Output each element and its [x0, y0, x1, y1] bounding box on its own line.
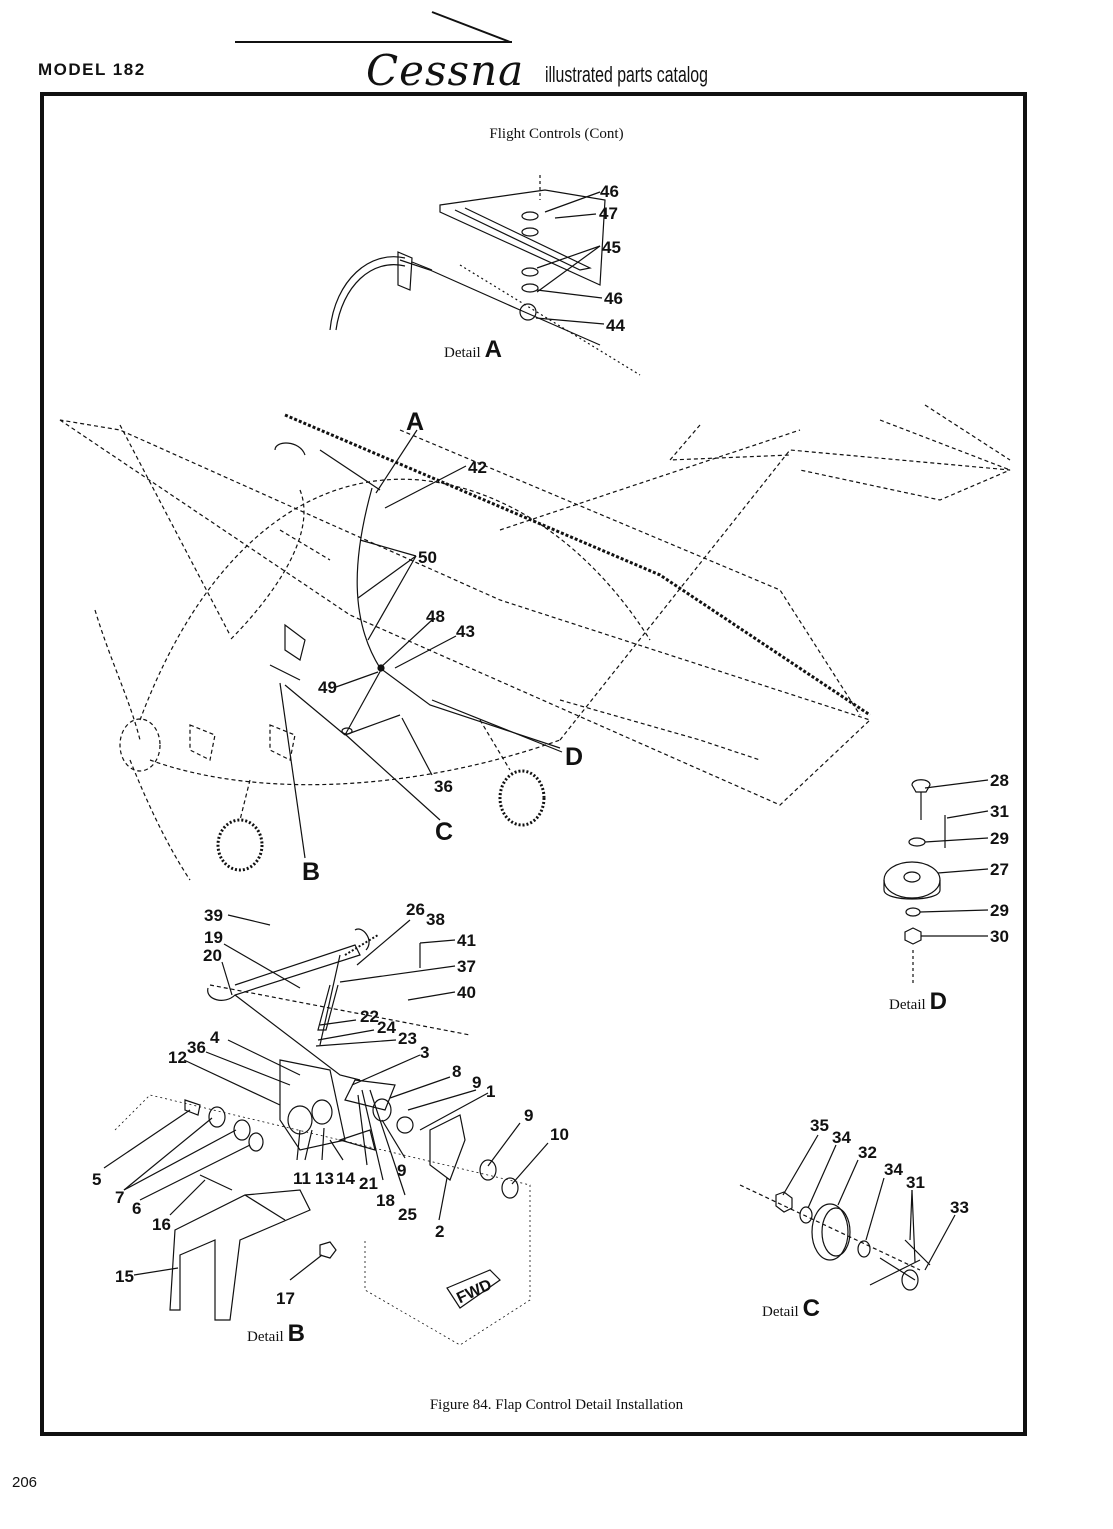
detail-c-label: Detail C — [762, 1295, 820, 1323]
fwd-label: FWD — [454, 1276, 494, 1307]
detail-b-letter: B — [287, 1320, 305, 1347]
callout-detail-a: 44 — [606, 316, 625, 335]
callout-detail-d: 30 — [990, 927, 1009, 946]
callout-detail-b: 23 — [398, 1029, 417, 1048]
callout-detail-d: 29 — [990, 829, 1009, 848]
callout-main: 42 — [468, 458, 487, 477]
callout-detail-b: 15 — [115, 1267, 134, 1286]
callout-detail-b: 24 — [377, 1018, 396, 1037]
callout-detail-b: 7 — [115, 1188, 124, 1207]
model-label: MODEL 182 — [38, 60, 146, 79]
fwd-arrow: FWD — [454, 1276, 494, 1307]
figure-title: Flight Controls (Cont) — [489, 126, 624, 142]
callout-detail-b: 39 — [204, 906, 223, 925]
callout-detail-c: 32 — [858, 1143, 877, 1162]
detail-a-drawing — [329, 175, 641, 376]
callout-detail-a: 46 — [600, 182, 619, 201]
callout-detail-b: 9 — [524, 1106, 533, 1125]
callout-detail-a: 45 — [602, 238, 621, 257]
catalog-title: illustrated parts catalog — [545, 62, 708, 87]
detail-a-text: Detail — [444, 345, 481, 361]
callout-detail-d: 29 — [990, 901, 1009, 920]
callout-detail-a: 47 — [599, 204, 618, 223]
callout-main: A — [406, 408, 424, 436]
callout-detail-b: 37 — [457, 957, 476, 976]
callout-detail-b: 14 — [336, 1169, 355, 1188]
callout-detail-c: 34 — [884, 1160, 903, 1179]
callout-detail-b: 6 — [132, 1199, 141, 1218]
detail-a-letter: A — [484, 336, 502, 363]
callout-detail-b: 21 — [359, 1174, 378, 1193]
cessna-logo: Cessna — [366, 46, 525, 95]
callout-detail-b: 16 — [152, 1215, 171, 1234]
detail-b-label: Detail B — [247, 1320, 305, 1348]
callout-detail-b: 13 — [315, 1169, 334, 1188]
callout-detail-b: 26 — [406, 900, 425, 919]
callout-detail-b: 5 — [92, 1170, 101, 1189]
detail-c-letter: C — [802, 1295, 820, 1322]
page-number: 206 — [12, 1474, 38, 1491]
detail-b-text: Detail — [247, 1329, 284, 1345]
callout-detail-b: 38 — [426, 910, 445, 929]
callout-detail-b: 41 — [457, 931, 476, 950]
cessna-logo-rule — [235, 11, 512, 43]
detail-d-label: Detail D — [889, 988, 947, 1016]
callout-detail-c: 35 — [810, 1116, 829, 1135]
callout-detail-c: 33 — [950, 1198, 969, 1217]
callout-detail-b: 3 — [420, 1043, 429, 1062]
callout-detail-b: 11 — [293, 1169, 311, 1188]
callout-detail-b: 9 — [397, 1161, 406, 1180]
callout-detail-b: 36 — [187, 1038, 206, 1057]
callout-main: 50 — [418, 548, 437, 567]
callout-detail-b: 18 — [376, 1191, 395, 1210]
callout-labels: A 42 50 48 43 49 D 36 C B 46 47 45 46 44… — [92, 182, 1009, 1308]
callout-detail-b: 20 — [203, 946, 222, 965]
callout-detail-d: 28 — [990, 771, 1009, 790]
detail-d-text: Detail — [889, 997, 926, 1013]
callout-main: 43 — [456, 622, 475, 641]
callout-main: 49 — [318, 678, 337, 697]
detail-d-drawing — [883, 779, 946, 985]
callout-detail-b: 4 — [210, 1028, 220, 1047]
detail-a-label: Detail A — [444, 336, 502, 364]
callout-detail-b: 10 — [550, 1125, 569, 1144]
detail-c-text: Detail — [762, 1304, 799, 1320]
callout-detail-d: 31 — [990, 802, 1009, 821]
figure-frame — [40, 92, 1027, 1436]
callout-detail-b: 22 — [360, 1007, 379, 1026]
callout-detail-b: 25 — [398, 1205, 417, 1224]
callout-detail-b: 12 — [168, 1048, 187, 1067]
callout-detail-b: 40 — [457, 983, 476, 1002]
callout-main: C — [435, 818, 453, 846]
callout-main: 48 — [426, 607, 445, 626]
callout-detail-b: 9 — [472, 1073, 481, 1092]
figure-caption: Figure 84. Flap Control Detail Installat… — [429, 1397, 684, 1413]
callout-detail-b: 1 — [486, 1082, 495, 1101]
callout-main: D — [565, 743, 583, 771]
callout-detail-c: 31 — [906, 1173, 925, 1192]
callout-detail-b: 17 — [276, 1289, 295, 1308]
callout-detail-c: 34 — [832, 1128, 851, 1147]
detail-b-drawing — [114, 928, 531, 1346]
detail-c-drawing — [739, 1184, 931, 1291]
detail-d-letter: D — [929, 988, 947, 1015]
callout-detail-b: 19 — [204, 928, 223, 947]
callout-detail-d: 27 — [990, 860, 1009, 879]
leader-lines — [103, 191, 989, 1281]
callout-detail-b: 8 — [452, 1062, 461, 1081]
callout-main: 36 — [434, 777, 453, 796]
flap-cable-drawing — [269, 442, 561, 749]
callout-main: B — [302, 858, 320, 886]
callout-detail-a: 46 — [604, 289, 623, 308]
aircraft-drawing — [59, 404, 1011, 881]
callout-detail-b: 2 — [435, 1222, 444, 1241]
